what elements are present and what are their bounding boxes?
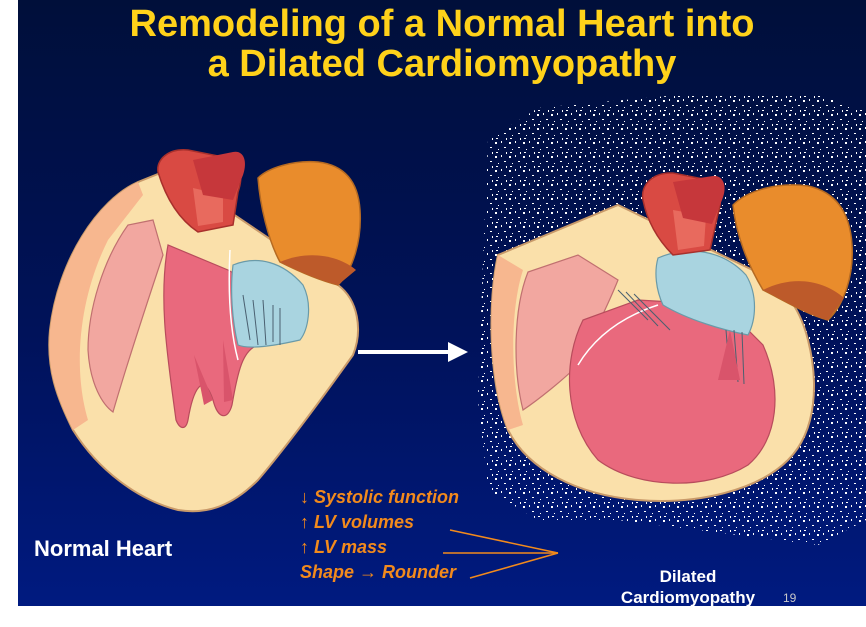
pointer-lines [443, 530, 558, 578]
change-shape: Shape → Rounder [300, 560, 459, 585]
change-lv-volumes: ↑ LV volumes [300, 510, 459, 535]
transition-arrow [358, 342, 468, 362]
normal-heart-diagram [49, 150, 360, 511]
slide-page-number: 19 [783, 591, 796, 605]
normal-heart-label: Normal Heart [34, 536, 172, 562]
dilated-cardiomyopathy-label: Dilated Cardiomyopathy [602, 566, 774, 606]
slide: Remodeling of a Normal Heart into a Dila… [18, 0, 866, 606]
remodeling-changes-list: ↓ Systolic function ↑ LV volumes ↑ LV ma… [300, 485, 459, 585]
change-systolic-function: ↓ Systolic function [300, 485, 459, 510]
change-lv-mass: ↑ LV mass [300, 535, 459, 560]
dcm-label-line-1: Dilated [602, 566, 774, 587]
dcm-label-line-2: Cardiomyopathy [602, 587, 774, 606]
